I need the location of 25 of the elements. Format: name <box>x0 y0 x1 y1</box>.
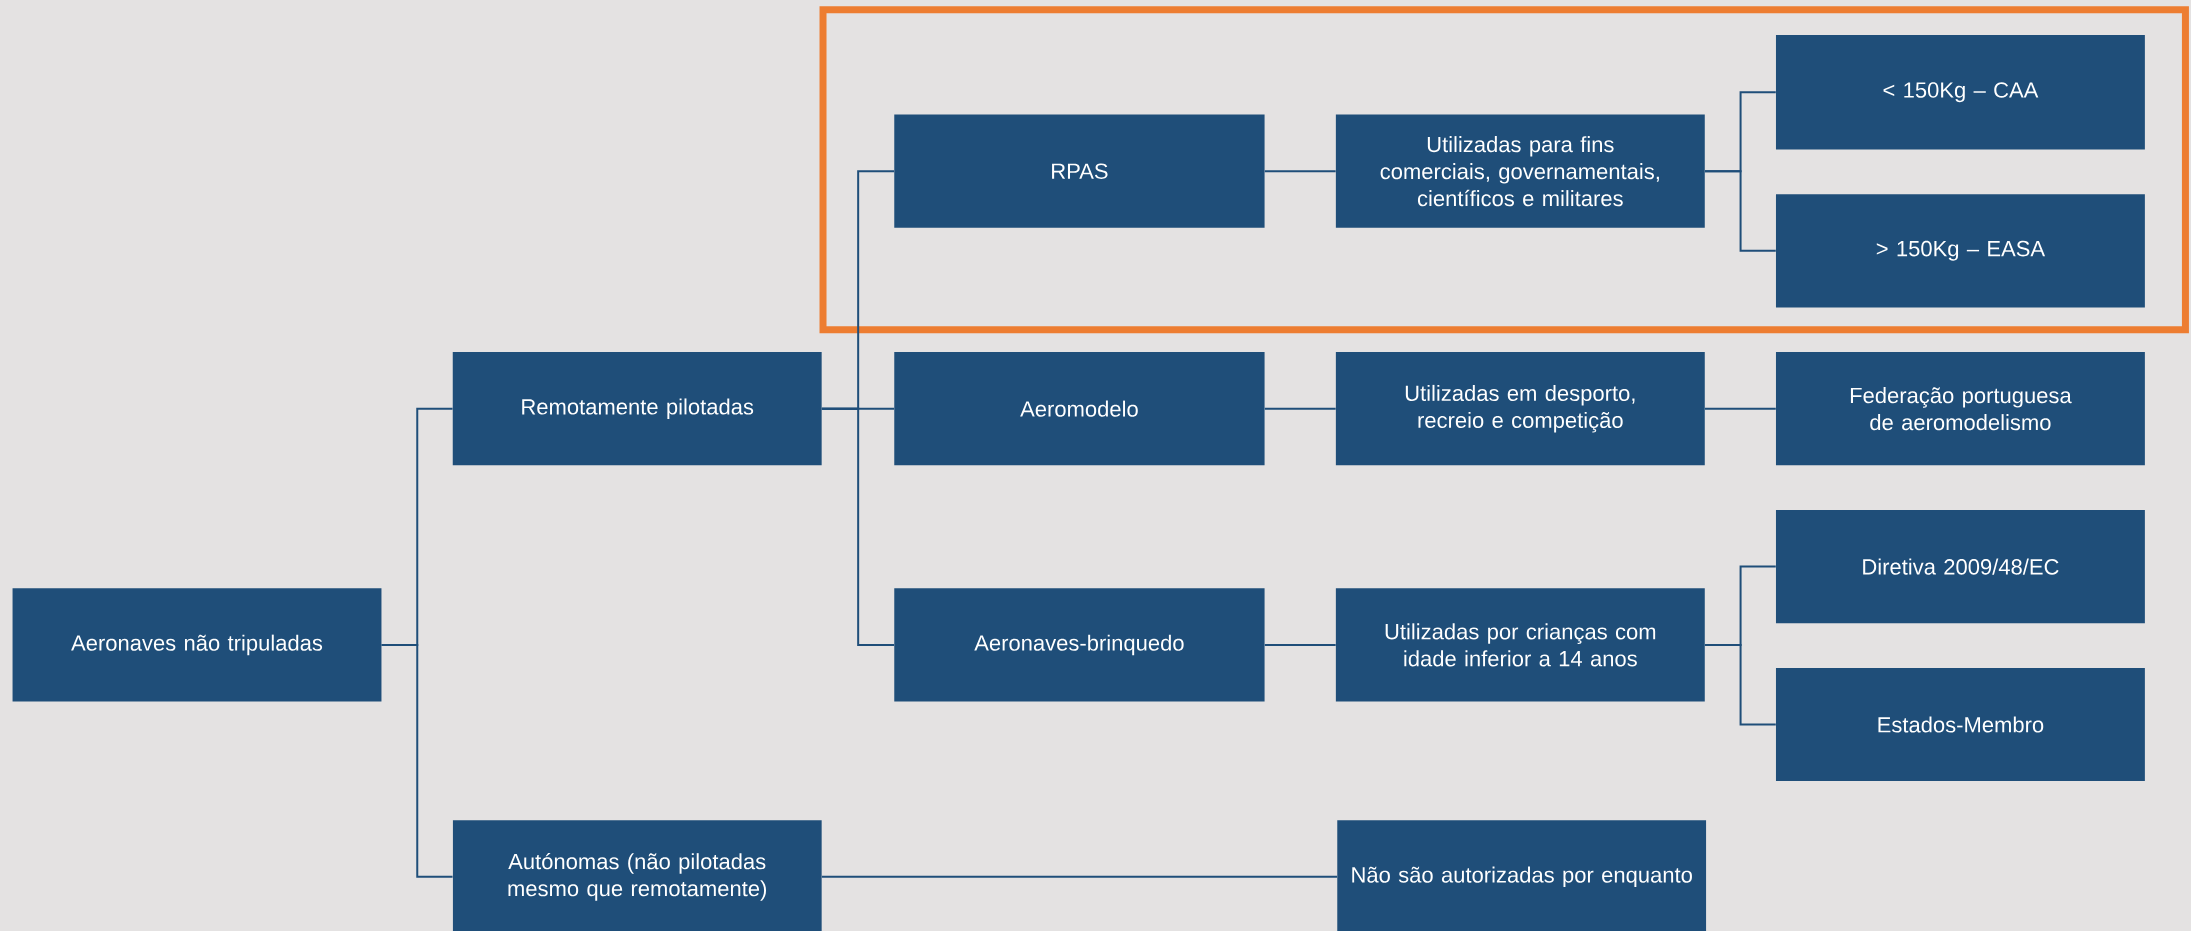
process-box: Federação portuguesa de aeromodelismo <box>1775 352 2145 466</box>
process-box: RPAS <box>894 114 1265 228</box>
connector-line <box>1703 170 1777 252</box>
process-box: Aeronaves não tripuladas <box>12 588 382 702</box>
process-box: Remotamente pilotadas <box>452 352 822 466</box>
process-box: Autónomas (não pilotadas mesmo que remotamente) <box>452 820 822 931</box>
process-box: Utilizadas por crianças com idade inferior a 14 anos <box>1335 588 1705 702</box>
process-box: Utilizadas em desporto, recreio e competição <box>1335 352 1705 466</box>
process-box: Utilizadas para fins comerciais, governamentais, científicos e militares <box>1335 114 1705 228</box>
process-box: Aeromodelo <box>894 352 1265 466</box>
highlight-frame <box>819 6 2189 334</box>
connector-line <box>380 643 454 878</box>
connector-line <box>1263 407 1337 410</box>
connector-line <box>1263 170 1337 173</box>
process-box: Aeronaves-brinquedo <box>894 588 1265 702</box>
process-box: Não são autorizadas por enquanto <box>1337 820 1707 931</box>
process-box: > 150Kg – EASA <box>1775 194 2145 308</box>
connector-line <box>820 407 896 646</box>
connector-line <box>1263 643 1337 646</box>
connector-line <box>1703 407 1777 410</box>
process-box: < 150Kg – CAA <box>1775 34 2145 150</box>
connector-line <box>820 875 1339 878</box>
connector-line <box>1703 643 1777 726</box>
process-box: Estados-Membro <box>1775 667 2145 782</box>
process-box: Diretiva 2009/48/EC <box>1775 510 2145 624</box>
